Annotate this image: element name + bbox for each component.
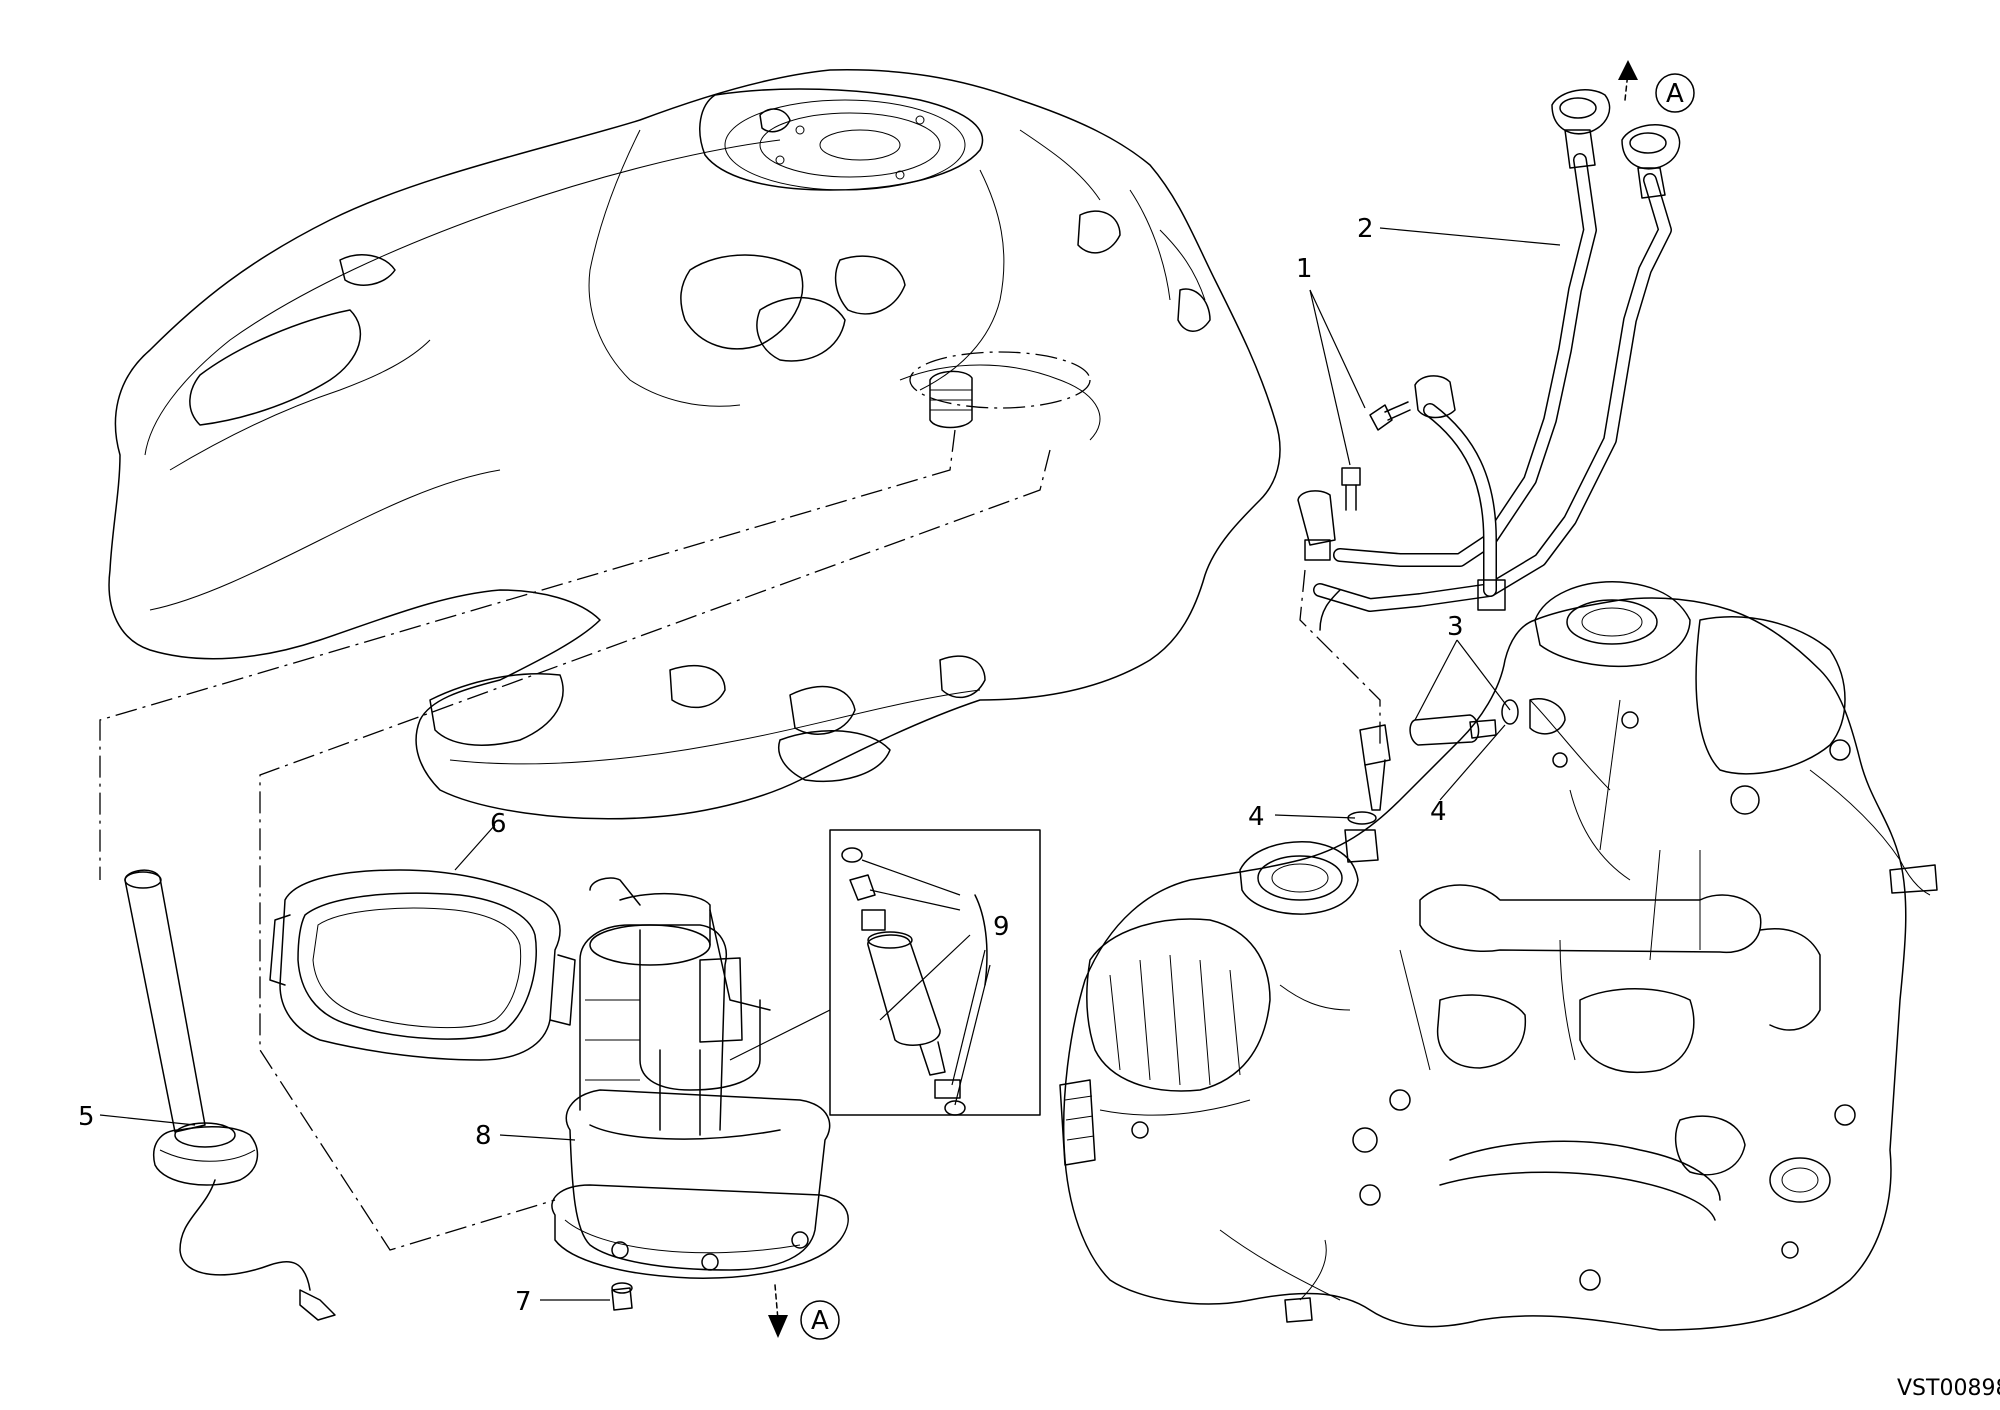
callout-9: 9 — [993, 912, 1010, 942]
engine-block — [1059, 581, 1938, 1331]
callout-7: 7 — [515, 1287, 532, 1317]
drawing-code: VST00898 — [1897, 1376, 2000, 1401]
fuel-filter-inset — [729, 829, 1041, 1116]
fuel-pump-gasket — [269, 869, 576, 1061]
callout-8: 8 — [475, 1121, 492, 1151]
reference-label: A — [811, 1306, 829, 1336]
fuel-injectors — [1344, 698, 1566, 863]
assembly-lines — [99, 429, 1381, 1251]
reference-marker-top: A — [1655, 73, 1695, 113]
callout-4: 4 — [1248, 802, 1265, 832]
callout-4: 4 — [1430, 797, 1447, 827]
callout-2: 2 — [1357, 214, 1374, 244]
reference-marker-bottom: A — [800, 1300, 840, 1340]
leader-lines — [99, 227, 1561, 1301]
callout-6: 6 — [490, 809, 507, 839]
fuel-tank — [108, 69, 1281, 820]
reference-label: A — [1666, 79, 1684, 109]
callout-5: 5 — [78, 1102, 95, 1132]
fuel-level-sensor — [124, 869, 336, 1321]
callout-3: 3 — [1447, 612, 1464, 642]
fuel-pump-assembly — [551, 877, 849, 1279]
callout-1: 1 — [1296, 254, 1313, 284]
direction-arrows — [768, 60, 1638, 1338]
mounting-bolt — [611, 1282, 633, 1311]
fuel-hoses — [1297, 89, 1681, 631]
